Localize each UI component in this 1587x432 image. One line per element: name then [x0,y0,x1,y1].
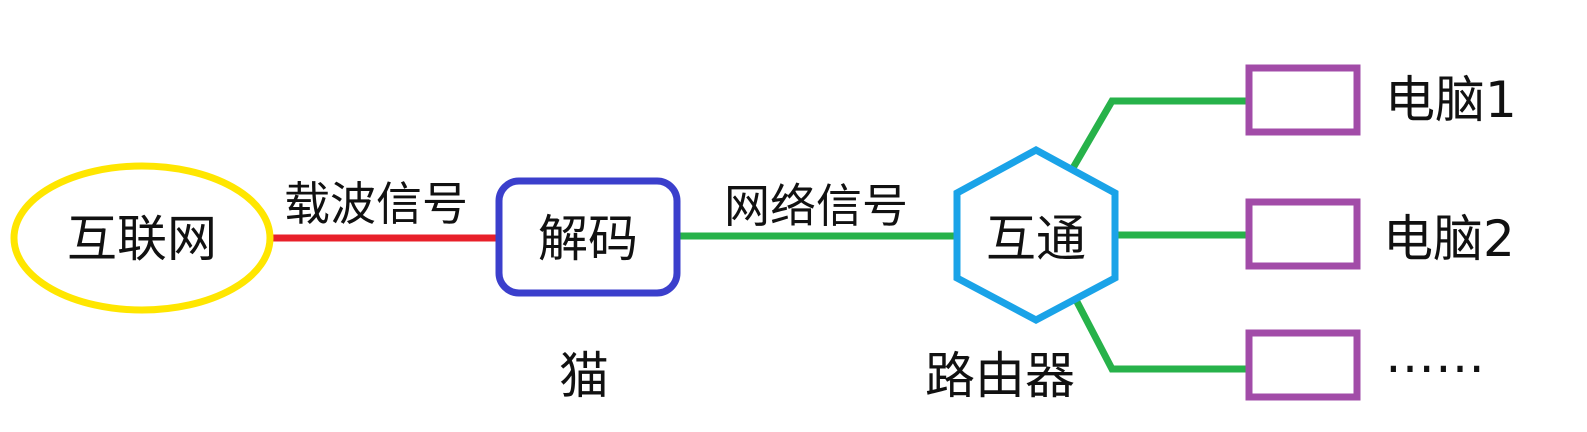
more-node [1245,329,1361,401]
router-caption: 路由器 [925,347,1075,405]
computer2-label: 电脑2 [1383,210,1515,268]
lan-line-computer1 [1069,97,1249,170]
modem-label: 解码 [538,210,638,268]
internet-node [10,162,274,314]
lan-line-more [1071,296,1249,373]
computer1-label: 电脑1 [1385,71,1517,129]
router-label: 互通 [986,210,1086,268]
carrier-signal-label: 载波信号 [284,177,468,231]
router-node [953,146,1119,324]
computer1-node [1245,64,1361,136]
modem-node [495,177,681,297]
internet-label: 互联网 [67,210,217,268]
computer2-node [1245,198,1361,270]
modem-caption: 猫 [559,347,609,405]
more-label: …… [1385,326,1485,384]
network-signal-label: 网络信号 [724,179,908,233]
